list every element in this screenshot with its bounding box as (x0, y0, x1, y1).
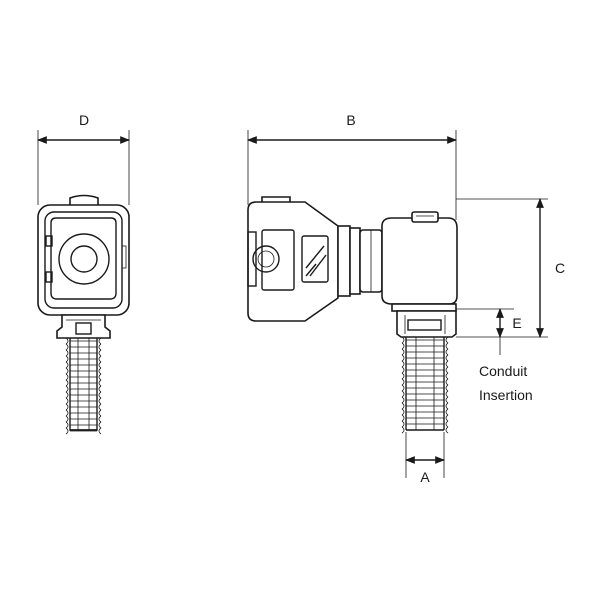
conduit-rib (401, 360, 449, 368)
conduit-rib (401, 408, 449, 416)
conduit-rib (65, 367, 102, 375)
dimension-label-e: E (512, 315, 521, 331)
conduit-ribs (401, 336, 449, 434)
conduit-rib (65, 427, 102, 435)
conduit-insertion-note-line1: Conduit (479, 363, 527, 379)
conduit-rib (65, 397, 102, 405)
conduit-rib (401, 402, 449, 410)
conduit-rib (401, 342, 449, 350)
conduit-rib (401, 390, 449, 398)
conduit-rib (65, 337, 102, 345)
conduit-rib (65, 415, 102, 423)
conduit-rib (401, 396, 449, 404)
conduit-rib (65, 343, 102, 351)
conduit-insertion-note-line2: Insertion (479, 387, 533, 403)
conduit-rib (65, 379, 102, 387)
conduit-rib (65, 421, 102, 429)
side-view (247, 130, 548, 478)
dimension-label-a: A (420, 469, 430, 485)
conduit-rib (401, 372, 449, 380)
dimension-label-b: B (346, 112, 355, 128)
conduit-rib (65, 361, 102, 369)
conduit-rib (401, 420, 449, 428)
conduit-rib (65, 355, 102, 363)
conduit-rib (401, 378, 449, 386)
conduit-rib (65, 391, 102, 399)
conduit-rib (65, 409, 102, 417)
conduit-rib (401, 354, 449, 362)
front-view (37, 130, 130, 435)
conduit-rib (65, 349, 102, 357)
conduit-ribs (65, 337, 102, 435)
dimension-label-c: C (555, 260, 565, 276)
conduit-rib (401, 336, 449, 344)
conduit-rib (401, 414, 449, 422)
conduit-rib (65, 385, 102, 393)
dimension-label-d: D (79, 112, 89, 128)
conduit-rib (65, 373, 102, 381)
conduit-rib (401, 426, 449, 434)
conduit-rib (401, 384, 449, 392)
conduit-rib (65, 403, 102, 411)
conduit-rib (401, 348, 449, 356)
conduit-rib (401, 366, 449, 374)
